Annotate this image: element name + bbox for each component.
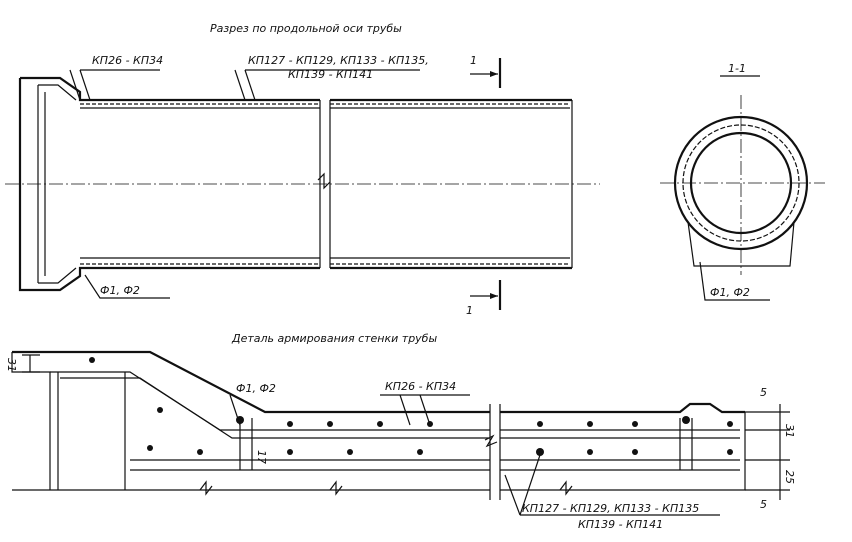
- wall-detail-drawing: [11, 350, 790, 516]
- label-kp127-top-line2: КП139 - КП141: [288, 68, 373, 81]
- title-cross-section: 1-1: [728, 62, 746, 75]
- label-kp127-detail-line2: КП139 - КП141: [578, 518, 663, 531]
- dimension-31-right: 31: [783, 424, 796, 438]
- section-mark-label-bottom: 1: [466, 304, 473, 317]
- cross-section-pipe: [660, 95, 825, 301]
- section-mark-label-top: 1: [470, 54, 477, 67]
- longitudinal-pipe: [5, 69, 600, 299]
- dimension-5-bottom: 5: [760, 498, 767, 511]
- label-kp26-kp34-top: КП26 - КП34: [92, 54, 163, 67]
- dimension-5-top: 5: [760, 386, 767, 399]
- label-f1f2-cross: Ф1, Ф2: [710, 286, 750, 299]
- title-longitudinal-section: Разрез по продольной оси трубы: [210, 22, 402, 35]
- label-f1f2-left: Ф1, Ф2: [100, 284, 140, 297]
- section-mark-bottom: [470, 280, 502, 310]
- label-f1f2-detail: Ф1, Ф2: [236, 382, 276, 395]
- title-wall-detail: Деталь армирования стенки трубы: [231, 332, 437, 345]
- dimension-31-left: 31: [5, 358, 18, 372]
- dimension-17: 17: [255, 450, 268, 464]
- section-mark-top: [470, 58, 502, 88]
- label-kp127-detail-line1: КП127 - КП129, КП133 - КП135: [522, 502, 699, 515]
- label-kp127-top-line1: КП127 - КП129, КП133 - КП135,: [248, 54, 429, 67]
- dimension-25: 25: [783, 470, 796, 484]
- label-kp26-kp34-detail: КП26 - КП34: [385, 380, 456, 393]
